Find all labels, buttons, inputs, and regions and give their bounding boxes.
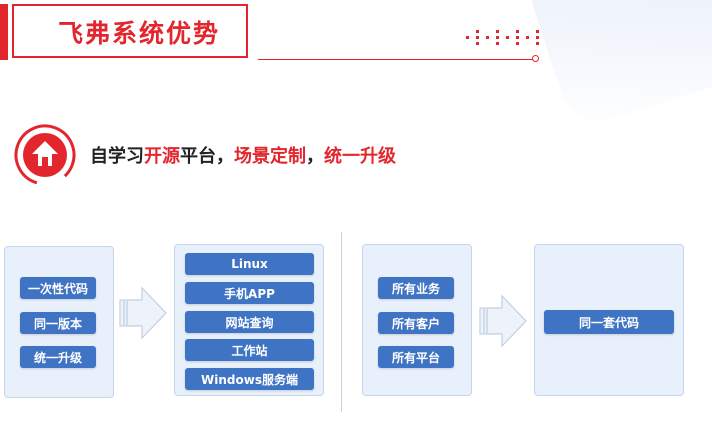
- corner-decoration: [521, 0, 712, 132]
- header-underline: [258, 59, 534, 60]
- group2-item-3: 网站查询: [185, 311, 314, 333]
- header-accent-bar: [0, 4, 8, 60]
- group2-item-2: 手机APP: [185, 282, 314, 304]
- subtitle: 自学习开源平台，场景定制，统一升级: [90, 142, 396, 168]
- subtitle-part-3: 平台，: [180, 146, 234, 167]
- group1-item-1: 一次性代码: [20, 277, 96, 299]
- group1-item-2: 同一版本: [20, 312, 96, 334]
- subtitle-part-5: ，: [306, 146, 324, 167]
- header-line-end-dot: [532, 55, 539, 62]
- upload-house-icon: [14, 124, 76, 186]
- page-title: 飞弗系统优势: [58, 19, 221, 48]
- header-box: [12, 4, 248, 58]
- subtitle-part-4: 场景定制: [234, 146, 306, 167]
- right-arrow-icon: [119, 286, 167, 340]
- group4-item-1: 同一套代码: [544, 310, 674, 334]
- group2-item-4: 工作站: [185, 339, 314, 361]
- right-arrow-icon: [479, 294, 527, 348]
- section-divider: [341, 232, 342, 412]
- group1-item-3: 统一升级: [20, 346, 96, 368]
- dot-grid-decoration: [466, 30, 539, 45]
- group3-item-3: 所有平台: [378, 346, 454, 368]
- group2-item-5: Windows服务端: [185, 368, 314, 390]
- group3-item-1: 所有业务: [378, 277, 454, 299]
- group2-item-1: Linux: [185, 253, 314, 275]
- group3-item-2: 所有客户: [378, 312, 454, 334]
- subtitle-part-6: 统一升级: [324, 146, 396, 167]
- subtitle-part-2: 开源: [144, 146, 180, 167]
- subtitle-part-1: 自学习: [90, 146, 144, 167]
